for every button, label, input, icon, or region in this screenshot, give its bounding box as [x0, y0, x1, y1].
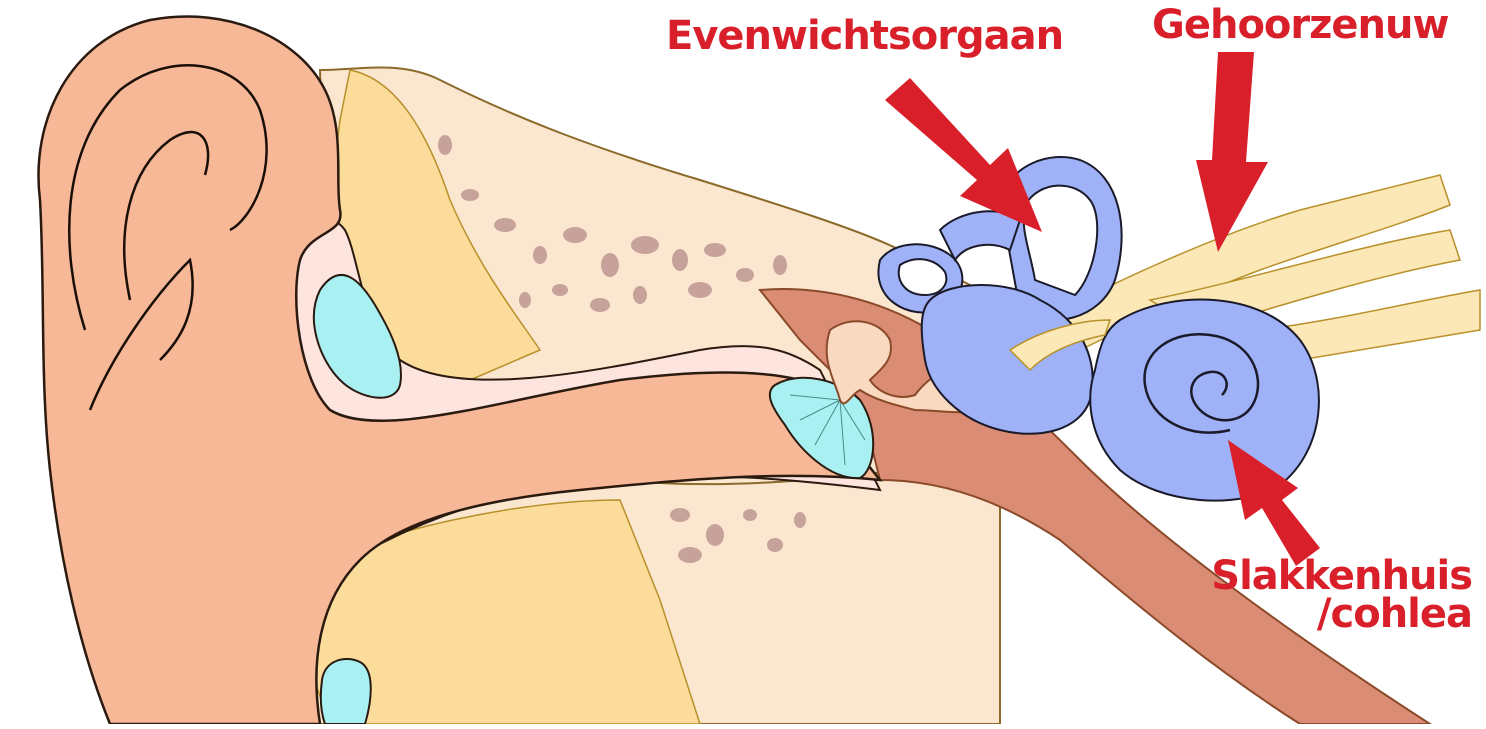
label-cochlea-line2: /cohlea	[1211, 595, 1472, 633]
arrow-balance-organ	[885, 78, 1042, 232]
label-balance-organ: Evenwichtsorgaan	[666, 16, 1063, 56]
label-cochlea-line1: Slakkenhuis	[1211, 557, 1472, 595]
arrow-auditory-nerve	[1196, 52, 1268, 252]
cochlea	[1090, 300, 1319, 501]
fluid-sac-lower	[321, 659, 371, 724]
label-cochlea: Slakkenhuis /cohlea	[1211, 557, 1472, 633]
label-auditory-nerve: Gehoorzenuw	[1152, 5, 1448, 45]
